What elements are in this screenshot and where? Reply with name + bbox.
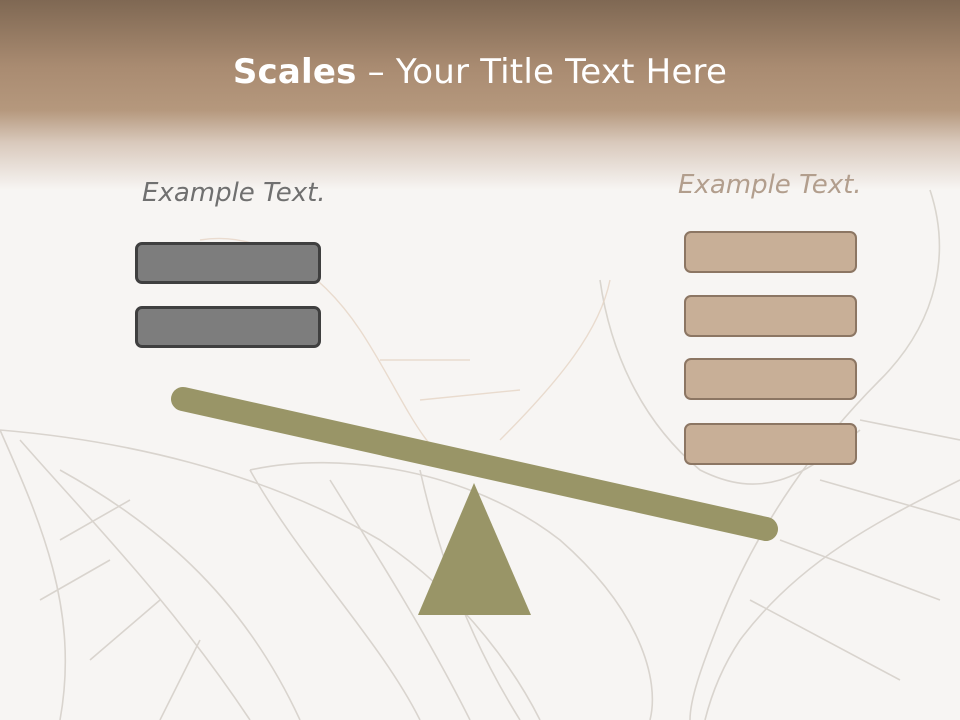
title-bold: Scales bbox=[232, 52, 357, 92]
scale-beam bbox=[171, 387, 778, 541]
right-box-2 bbox=[684, 295, 857, 337]
slide-title: Scales – Your Title Text Here bbox=[0, 52, 960, 92]
right-box-3 bbox=[684, 358, 857, 400]
right-label: Example Text. bbox=[678, 170, 862, 200]
title-rest: – Your Title Text Here bbox=[356, 52, 728, 92]
right-box-4 bbox=[684, 423, 857, 465]
left-box-2 bbox=[135, 306, 321, 348]
header-band bbox=[0, 0, 960, 190]
left-label: Example Text. bbox=[142, 178, 326, 208]
left-box-1 bbox=[135, 242, 321, 284]
fulcrum-triangle bbox=[418, 483, 531, 615]
right-box-1 bbox=[684, 231, 857, 273]
